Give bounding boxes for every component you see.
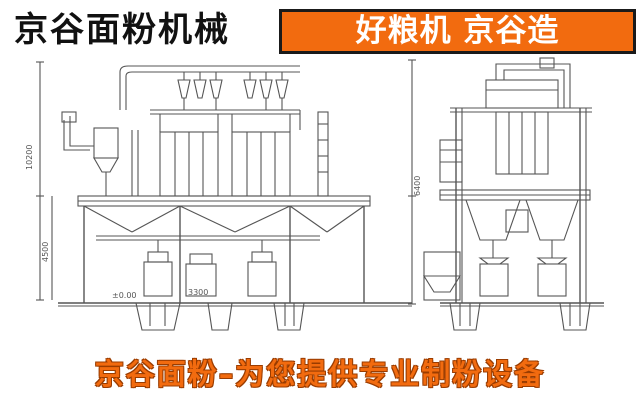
dim-width: 3300: [188, 288, 208, 297]
mill-equipment-drawing: 10200 4500 ±0.00 3300 6400: [25, 57, 604, 331]
slogan-text: 好粮机 京谷造: [355, 13, 560, 49]
footer-banner: 京谷面粉–为您提供专业制粉设备: [0, 350, 640, 400]
brand-title: 京谷面粉机械: [14, 10, 230, 50]
dim-mid-height: 6400: [413, 176, 422, 196]
footer-tagline: 京谷面粉–为您提供专业制粉设备: [94, 357, 546, 391]
dim-floor-level: ±0.00: [112, 291, 137, 300]
slogan-banner: 好粮机 京谷造: [279, 9, 636, 54]
dim-height-total: 10200: [25, 145, 34, 170]
dim-height-lower: 4500: [41, 242, 50, 262]
